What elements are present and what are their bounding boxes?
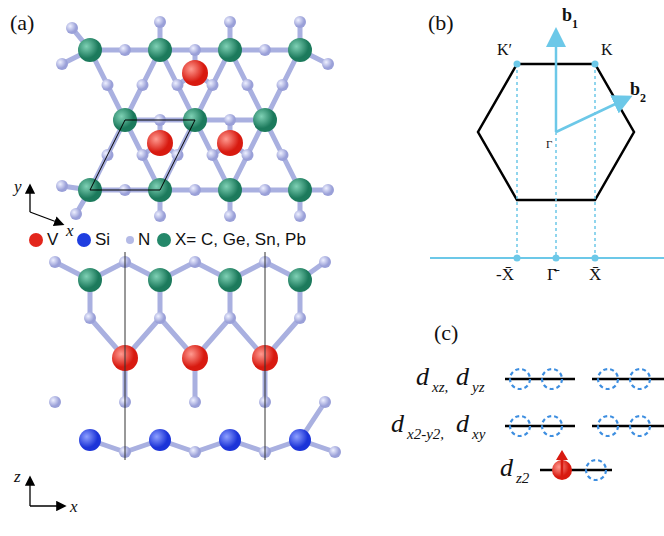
legend-swatch <box>77 233 91 247</box>
label: x <box>66 222 74 239</box>
label: Γ <box>546 139 552 150</box>
label: xz, <box>432 380 448 395</box>
label: K′ <box>497 42 512 58</box>
label: (c) <box>434 322 458 344</box>
label: yz <box>472 380 485 395</box>
label: x <box>70 498 78 515</box>
label: d <box>416 364 429 390</box>
label: -X̄ <box>496 266 514 283</box>
label: 2 <box>640 92 646 104</box>
legend-text: N <box>138 231 150 248</box>
label: y <box>14 178 22 195</box>
legend-swatch <box>29 233 43 247</box>
legend-text: X= C, Ge, Sn, Pb <box>175 231 306 248</box>
label: 1 <box>572 18 578 30</box>
label: X̄ <box>589 266 601 283</box>
label: x2-y2, <box>407 427 444 442</box>
label: K <box>601 42 613 58</box>
label: d <box>391 411 404 437</box>
legend-swatch <box>126 236 134 244</box>
label: d <box>500 455 513 481</box>
label: (a) <box>10 12 34 34</box>
legend-text: V <box>47 231 58 248</box>
label: z <box>14 468 21 485</box>
legend-text: Si <box>95 231 110 248</box>
label: d <box>456 411 469 437</box>
label: xy <box>472 427 485 442</box>
label: z2 <box>516 471 529 486</box>
label: Γ̄ <box>547 266 557 283</box>
legend-swatch <box>157 233 171 247</box>
label: (b) <box>428 12 454 34</box>
label: d <box>456 364 469 390</box>
